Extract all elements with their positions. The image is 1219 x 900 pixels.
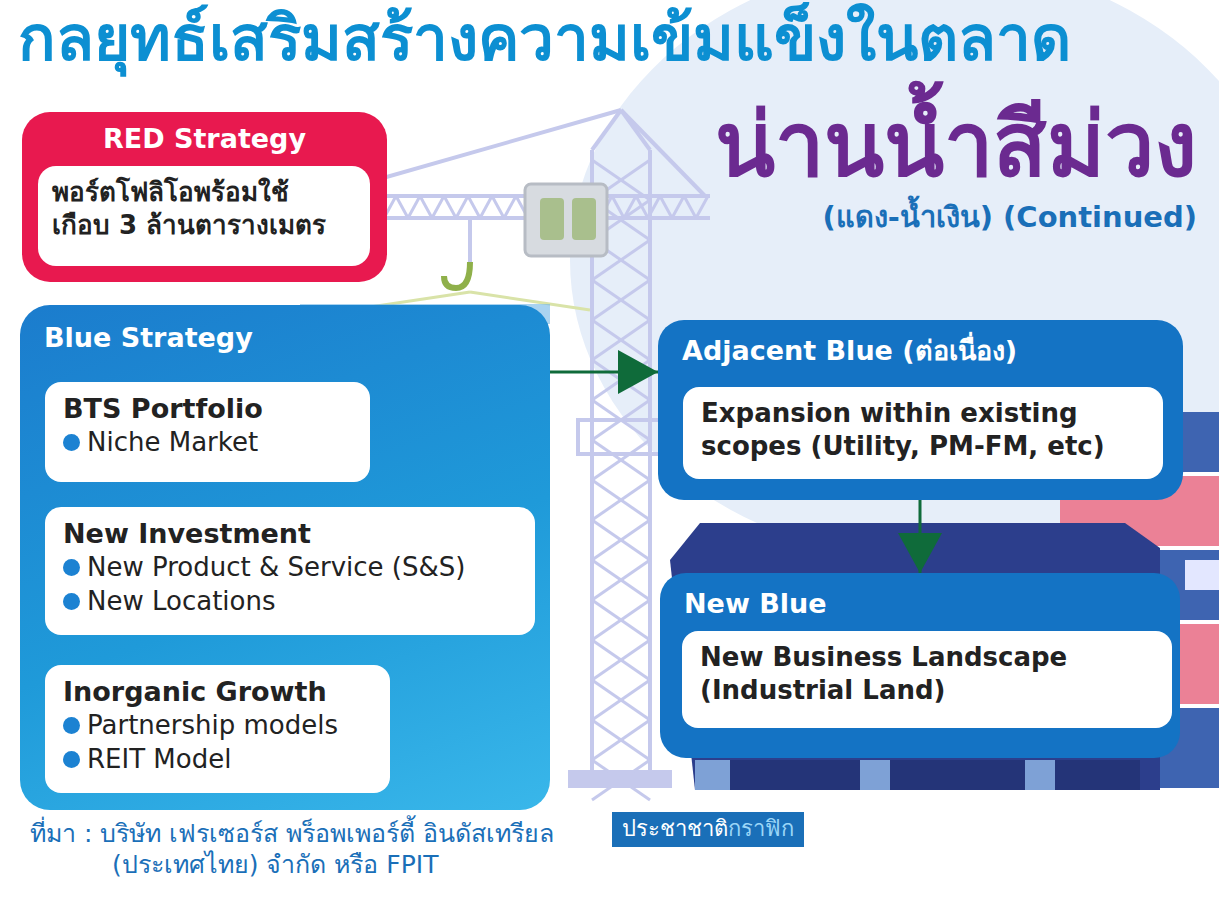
content-box: Inorganic GrowthPartnership modelsREIT M… <box>45 665 390 793</box>
box-body: พอร์ตโฟลิโอพร้อมใช้ เกือบ 3 ล้านตารางเมต… <box>52 176 356 241</box>
subtitle: น่านน้ำสีม่วง <box>715 92 1197 198</box>
flow-arrow <box>550 371 658 374</box>
box-heading: Inorganic Growth <box>63 675 372 709</box>
cab-window <box>572 198 596 240</box>
content-box: BTS PortfolioNiche Market <box>45 382 370 482</box>
box-heading: Blue Strategy <box>44 321 526 355</box>
bullet-text: New Product & Service (S&S) <box>87 551 465 585</box>
cab-window <box>540 198 564 240</box>
strategy-box: Blue StrategyBTS PortfolioNiche MarketNe… <box>20 305 550 810</box>
bullet-row: Niche Market <box>63 426 352 460</box>
crane-cab <box>525 184 607 256</box>
bullet-dot <box>63 717 80 734</box>
box-heading: New Investment <box>63 517 517 551</box>
content-box: New InvestmentNew Product & Service (S&S… <box>45 507 535 635</box>
bullet-row: Partnership models <box>63 709 372 743</box>
bullet-row: New Locations <box>63 585 517 619</box>
content-box: พอร์ตโฟลิโอพร้อมใช้ เกือบ 3 ล้านตารางเมต… <box>38 166 370 266</box>
bullet-text: Partnership models <box>87 709 338 743</box>
bullet-text: REIT Model <box>87 743 231 777</box>
strategy-box: RED Strategy พอร์ตโฟลิโอพร้อมใช้ เกือบ 3 … <box>22 112 387 282</box>
bullet-row: REIT Model <box>63 743 372 777</box>
bullet-row: New Product & Service (S&S) <box>63 551 517 585</box>
content-box: New Business Landscape (Industrial Land) <box>682 631 1172 728</box>
bullet-dot <box>63 593 80 610</box>
strategy-box: New BlueNew Business Landscape (Industri… <box>660 573 1180 758</box>
box-heading: BTS Portfolio <box>63 392 352 426</box>
bullet-dot <box>63 751 80 768</box>
title: กลยุทธ์เสริมสร้างความเข้มแข็งในตลาด <box>18 2 1071 76</box>
bullet-text: New Locations <box>87 585 276 619</box>
box-heading: RED Strategy <box>38 122 371 156</box>
watermark-text: กราฟิก <box>728 816 794 841</box>
bullet-dot <box>63 559 80 576</box>
bullet-dot <box>63 434 80 451</box>
content-box: Expansion within existing scopes (Utilit… <box>683 387 1163 479</box>
box-body: Expansion within existing scopes (Utilit… <box>701 397 1145 462</box>
box-heading: New Blue <box>684 587 1156 621</box>
subtitle-note: (แดง-น้ำเงิน) (Continued) <box>822 200 1197 235</box>
flow-arrow <box>919 500 922 573</box>
watermark: ประชาชาติกราฟิก <box>612 812 804 847</box>
strategy-box: Adjacent Blue (ต่อเนื่อง) Expansion withi… <box>658 320 1183 500</box>
box-body: New Business Landscape (Industrial Land) <box>700 641 1154 706</box>
bullet-text: Niche Market <box>87 426 258 460</box>
watermark-text: ประชาชาติ <box>622 816 728 841</box>
box-heading: Adjacent Blue (ต่อเนื่อง) <box>682 334 1159 368</box>
source-note: ที่มา : บริษัท เฟรเซอร์ส พร็อพเพอร์ตี้ อ… <box>30 818 682 881</box>
background-blob <box>570 0 1219 560</box>
